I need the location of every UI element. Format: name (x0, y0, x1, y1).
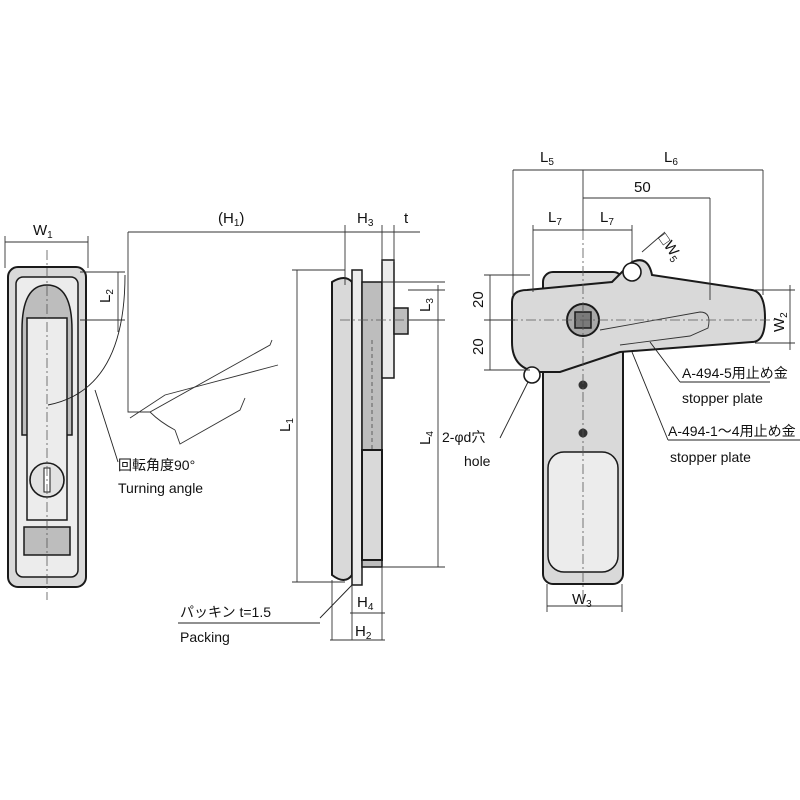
label-l3: L (417, 304, 434, 312)
side-cam-block (361, 449, 383, 561)
front-view (7, 250, 87, 600)
stopper5-leader (649, 341, 681, 383)
label-w2: W (771, 317, 788, 332)
svg-text:L1: L1 (277, 418, 296, 432)
label-l6: L (664, 149, 672, 166)
svg-text:L2: L2 (97, 289, 116, 303)
label-l3-sub: 3 (425, 298, 436, 304)
label-h4-sub: 4 (368, 602, 374, 613)
label-20-top: 20 (470, 291, 487, 308)
label-l5: L (540, 149, 548, 166)
label-h4: H (357, 594, 368, 611)
label-w2-sub: 2 (779, 312, 790, 318)
label-20-bottom: 20 (470, 338, 487, 355)
dim-l2: L2 (80, 271, 125, 332)
svg-text:L5: L5 (540, 149, 554, 168)
svg-text:L6: L6 (664, 149, 678, 168)
turning-angle-jp: 回転角度90° (118, 457, 195, 473)
dim-l3: L3 (408, 285, 445, 332)
svg-text:L3: L3 (417, 298, 436, 312)
label-l2: L (97, 295, 114, 303)
side-handle-body (331, 277, 353, 581)
dim-h3-t: H3 t (344, 210, 420, 285)
side-stopper-plate (381, 259, 395, 379)
label-h3: H (357, 210, 368, 227)
svg-text:H4: H4 (357, 594, 374, 613)
dim-l1: L1 (277, 269, 345, 583)
svg-text:W2: W2 (771, 312, 790, 332)
svg-text:L7: L7 (600, 209, 614, 228)
label-t: t (404, 210, 409, 227)
turning-angle-arc (47, 274, 126, 406)
label-h1-sub: 1 (234, 218, 240, 229)
label-l7-left-sub: 7 (556, 217, 562, 228)
label-l1-sub: 1 (285, 418, 296, 424)
label-l2-sub: 2 (105, 289, 116, 295)
label-h3-sub: 3 (368, 218, 374, 229)
mounting-hole-left (523, 366, 541, 384)
side-packing (351, 269, 363, 586)
turning-angle-en: Turning angle (118, 480, 203, 496)
stopper14-en: stopper plate (670, 449, 751, 465)
dim-h4-h2: H4 H2 (330, 567, 385, 642)
label-l7-right: L (600, 209, 608, 226)
hole-leader (499, 381, 529, 439)
turning-angle-leader (94, 389, 119, 463)
stopper-pivot-hole (622, 262, 642, 282)
label-w5-sub: 5 (666, 254, 678, 265)
svg-text:L7: L7 (548, 209, 562, 228)
dim-w5: □W5 (641, 231, 685, 266)
rivet-upper (578, 380, 588, 390)
dim-h1: (H1) (128, 210, 345, 233)
label-w3: W (572, 591, 587, 608)
label-l4: L (417, 437, 434, 445)
svg-text:W3: W3 (572, 591, 592, 610)
svg-text:W1: W1 (33, 222, 53, 241)
label-h2-sub: 2 (366, 631, 372, 642)
label-l5-sub: 5 (548, 157, 554, 168)
side-nut (393, 307, 409, 335)
label-50: 50 (634, 179, 651, 196)
packing-en: Packing (180, 629, 230, 645)
label-w5: □W (655, 231, 683, 260)
label-w1-sub: 1 (47, 230, 53, 241)
dim-w1: W1 (4, 222, 89, 268)
label-l7-right-sub: 7 (608, 217, 614, 228)
label-l6-sub: 6 (672, 157, 678, 168)
label-w1: W (33, 222, 48, 239)
stopper14-jp: A-494-1～4用止め金 (668, 423, 796, 439)
label-h1-tail: ) (239, 210, 244, 227)
svg-text:□W5: □W5 (653, 231, 685, 266)
svg-text:H2: H2 (355, 623, 372, 642)
svg-text:H3: H3 (357, 210, 374, 229)
packing-leader (319, 584, 353, 619)
dim-l4: L4 (382, 281, 445, 568)
stopper5-jp: A-494-5用止め金 (682, 365, 788, 381)
label-l1: L (277, 424, 294, 432)
label-l7-left: L (548, 209, 556, 226)
label-h1: (H (218, 210, 234, 227)
label-w3-sub: 3 (586, 599, 592, 610)
stopper14-leader (631, 351, 669, 441)
dim-20-20: 20 20 (470, 274, 530, 371)
rear-view (490, 230, 775, 600)
svg-text:L4: L4 (417, 431, 436, 445)
svg-text:(H1): (H1) (218, 210, 244, 229)
stopper-plate (511, 259, 767, 373)
hole-jp: 2-φd穴 (442, 429, 485, 445)
rotated-handle-phantom (127, 232, 279, 445)
stopper-alt-outline (599, 311, 710, 346)
label-h2: H (355, 623, 366, 640)
dim-w3: W3 (546, 584, 623, 612)
packing-jp: パッキン t=1.5 (180, 604, 271, 620)
stopper5-en: stopper plate (682, 390, 763, 406)
side-view (331, 259, 425, 586)
dim-w2: W2 (755, 285, 795, 350)
label-l4-sub: 4 (425, 431, 436, 437)
hole-en: hole (464, 453, 491, 469)
dim-top-rear: L5 L6 50 L7 L7 (512, 149, 764, 300)
